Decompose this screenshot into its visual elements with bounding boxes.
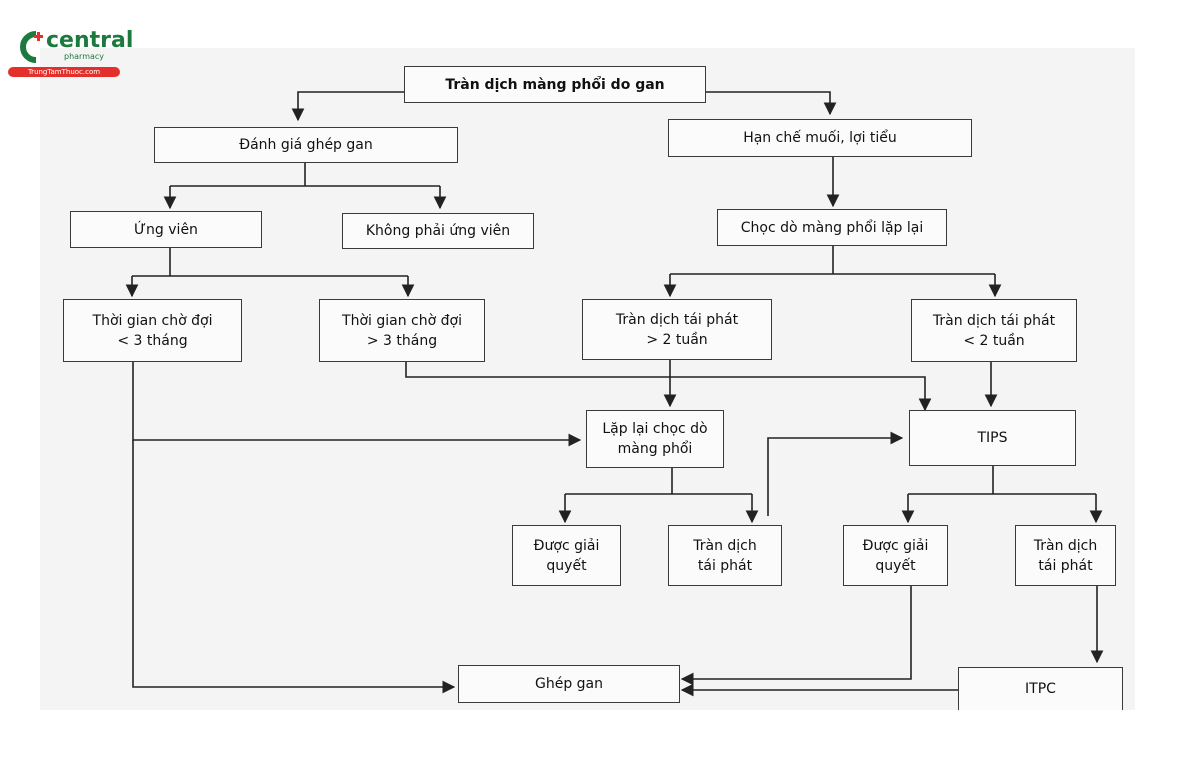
logo-site-badge: TrungTamThuoc.com: [8, 67, 120, 77]
node-recur1: Tràn dịch tái phát: [668, 525, 782, 586]
node-tips: TIPS: [909, 410, 1076, 466]
logo-wordmark: central: [46, 28, 134, 53]
node-not-candidate: Không phải ứng viên: [342, 213, 534, 249]
connector-repeat-tap2-split: [565, 468, 752, 495]
node-repeat-tap2: Lặp lại chọc dò màng phổi: [586, 410, 724, 468]
node-diet: Hạn chế muối, lợi tiểu: [668, 119, 972, 157]
node-wait-lt3: Thời gian chờ đợi < 3 tháng: [63, 299, 242, 362]
node-root: Tràn dịch màng phổi do gan: [404, 66, 706, 103]
node-recur-lt2w: Tràn dịch tái phát < 2 tuần: [911, 299, 1077, 362]
connector-wait-lt3-to-repeat-tap2: [132, 362, 582, 447]
connector-candidate-split: [132, 248, 408, 277]
node-recur-gt2w: Tràn dịch tái phát > 2 tuần: [582, 299, 772, 360]
connector-root-to-diet: [706, 91, 837, 116]
node-repeat-tap: Chọc dò màng phổi lặp lại: [717, 209, 947, 246]
node-resolved2: Được giải quyết: [843, 525, 948, 586]
central-pharmacy-logo-mark: [20, 31, 43, 63]
node-wait-gt3: Thời gian chờ đợi > 3 tháng: [319, 299, 485, 362]
connector-resolved2-to-transplant: [680, 586, 912, 686]
logo-c-icon: [20, 31, 37, 63]
connector-wait-lt3-to-transplant: [132, 440, 456, 694]
connector-repeat-tap-split: [670, 246, 995, 275]
connector-liver-eval-split: [170, 163, 440, 187]
connector-tips-split: [908, 466, 1096, 495]
connector-root-to-liver-eval: [291, 91, 404, 122]
node-recur2: Tràn dịch tái phát: [1015, 525, 1116, 586]
logo-subtitle: pharmacy: [64, 52, 105, 61]
node-resolved1: Được giải quyết: [512, 525, 621, 586]
connector-wait-gt3-to-tips: [405, 362, 932, 412]
node-liver-eval: Đánh giá ghép gan: [154, 127, 458, 163]
node-candidate: Ứng viên: [70, 211, 262, 248]
connector-recur1-to-tips: [767, 431, 904, 516]
node-transplant: Ghép gan: [458, 665, 680, 703]
node-itpc: ITPC: [958, 667, 1123, 710]
